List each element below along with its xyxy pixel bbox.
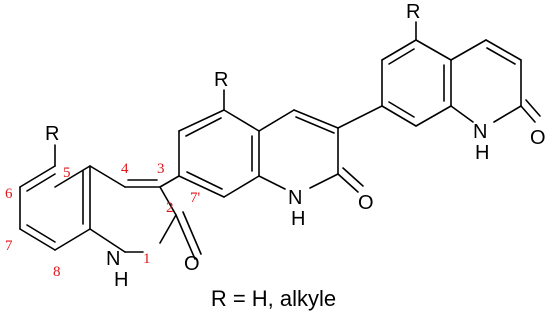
bond [89, 228, 126, 253]
carbonyl-bond [525, 99, 541, 117]
bond [223, 109, 260, 132]
hydrogen-label: H [114, 269, 128, 291]
bond [54, 165, 91, 188]
bond [89, 165, 126, 188]
bond [415, 105, 452, 127]
double-bond [295, 116, 335, 134]
nitrogen-label: N [288, 187, 302, 209]
r-substituent-label: R [214, 69, 228, 91]
double-bond [186, 171, 223, 190]
bond [178, 175, 225, 198]
bond [381, 105, 417, 127]
locant-5: 5 [63, 165, 71, 181]
nitrogen-label: N [473, 121, 487, 143]
bond [381, 39, 417, 61]
bond [223, 175, 260, 198]
oxygen-label: O [184, 253, 200, 275]
bond [450, 39, 487, 61]
double-bond [388, 101, 415, 118]
locant-4: 4 [121, 161, 129, 177]
bond [178, 109, 225, 132]
oxygen-label: O [358, 192, 374, 214]
quinolinone-unit-3: R N H O [381, 1, 546, 164]
bond [485, 39, 522, 61]
bond [293, 109, 339, 129]
bond [19, 228, 56, 251]
bond [159, 214, 177, 244]
carbonyl-bond [337, 173, 359, 193]
bond [337, 105, 383, 129]
bond [159, 186, 177, 216]
bond [493, 105, 522, 123]
locant-1: 1 [143, 251, 151, 267]
r-substituent-label: R [45, 123, 59, 145]
oxygen-label: O [530, 127, 546, 149]
carbonyl-bond [342, 167, 364, 187]
carbonyl-bond [182, 211, 202, 255]
bond [450, 105, 474, 123]
bond [54, 228, 91, 251]
double-bond [486, 47, 516, 65]
hydrogen-label: H [475, 142, 489, 164]
quinolinone-unit-1: R N H O 1 2 3 4 5 6 7 8 [5, 123, 202, 291]
nitrogen-label: N [106, 248, 120, 270]
hydrogen-label: H [291, 208, 305, 230]
double-bond [185, 117, 222, 137]
quinolinone-unit-2: R N H O 7' [178, 69, 383, 230]
locant-6: 6 [5, 186, 13, 202]
bond [258, 175, 286, 190]
locant-8: 8 [53, 264, 61, 280]
double-bond [388, 48, 415, 65]
locant-7: 7 [5, 238, 13, 254]
bond [159, 175, 180, 188]
locant-3: 3 [157, 161, 165, 177]
bond [258, 109, 295, 132]
bond [309, 173, 339, 189]
carbonyl-bond [520, 105, 536, 123]
double-bond [26, 173, 56, 192]
locant-7-prime: 7' [190, 190, 201, 206]
carbonyl-bond [175, 214, 196, 260]
double-bond [26, 224, 56, 243]
r-substituent-label: R [406, 1, 420, 23]
bond [19, 165, 56, 188]
substituent-caption: R = H, alkyle [210, 286, 337, 311]
bond [415, 39, 452, 61]
locant-2: 2 [166, 200, 174, 216]
